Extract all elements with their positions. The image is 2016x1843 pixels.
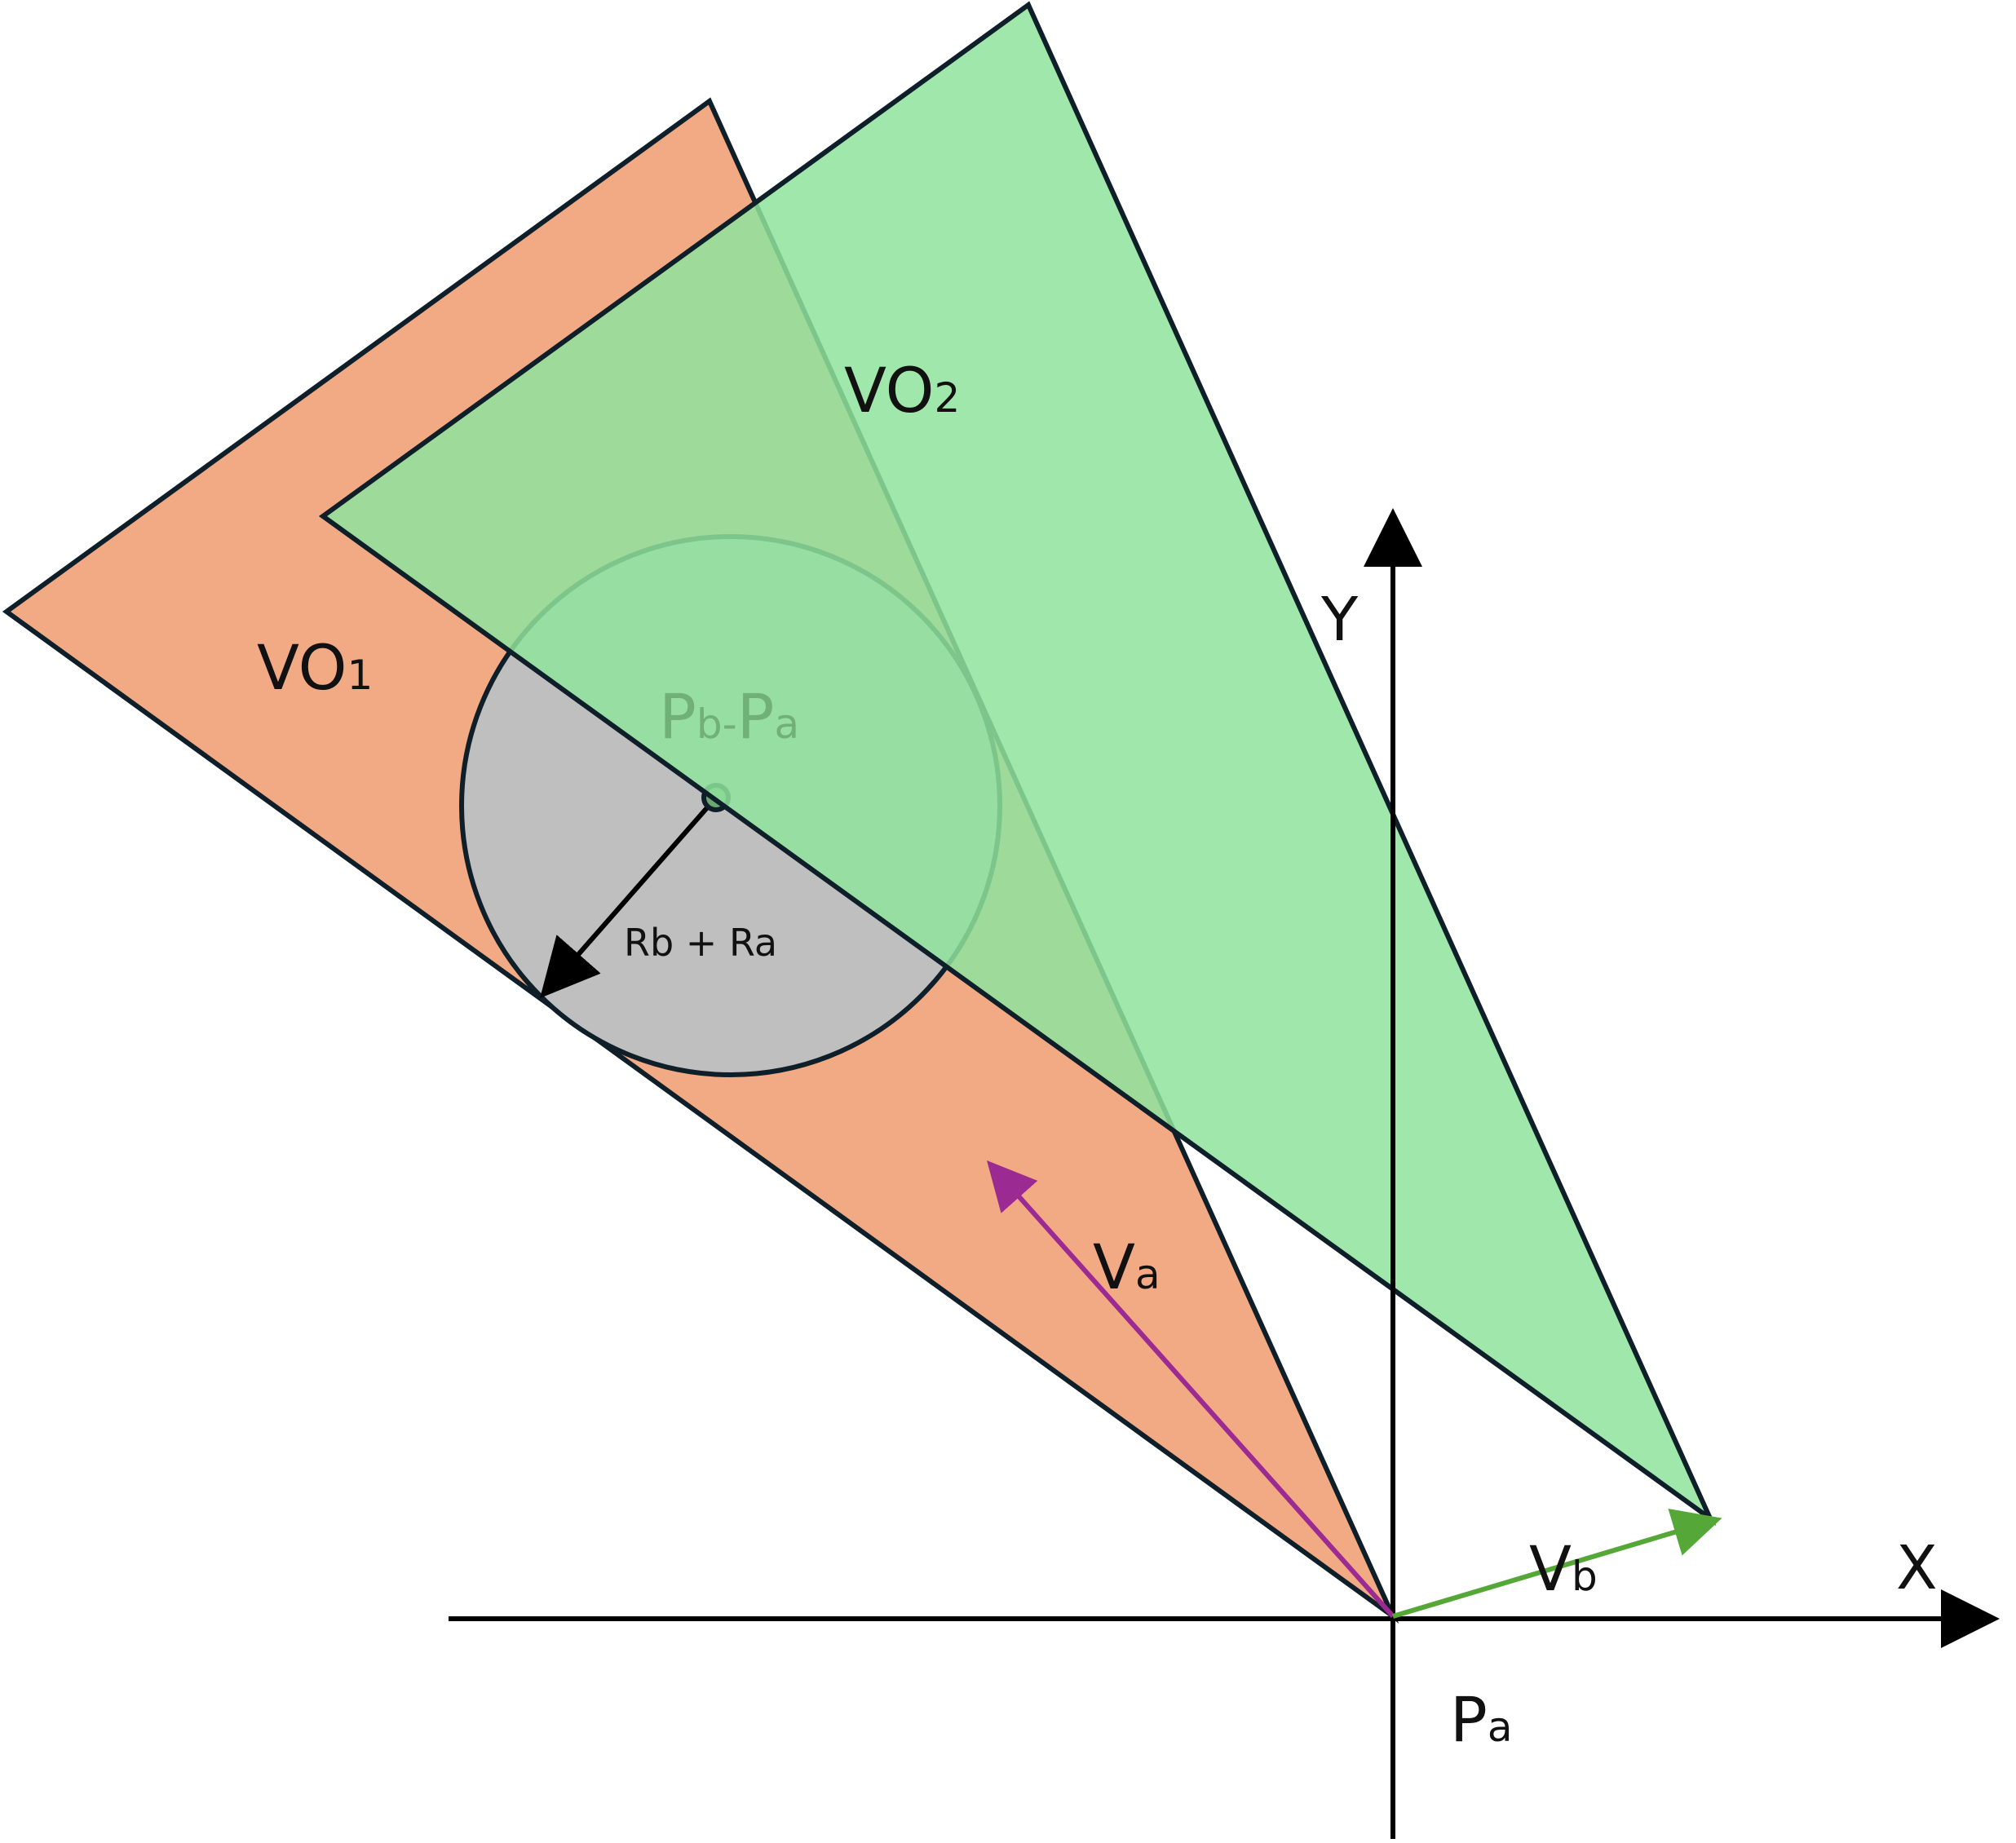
y-axis-label: Y <box>1320 585 1359 655</box>
va-label: Va <box>1093 1231 1161 1303</box>
va-arrow <box>987 1160 1395 1618</box>
vo2-label: VO2 <box>844 354 960 426</box>
x-axis-label: X <box>1896 1533 1938 1603</box>
vo1-label: VO1 <box>257 631 373 704</box>
radius-label: Rb + Ra <box>624 921 777 965</box>
origin-label: Pa <box>1450 1683 1512 1756</box>
radius-arrow <box>540 796 718 999</box>
vo2-cone <box>318 1 1717 1527</box>
center-label: Pb-Pa <box>659 680 799 753</box>
vb-label: Vb <box>1529 1532 1598 1605</box>
vb-arrow <box>1392 1508 1722 1619</box>
